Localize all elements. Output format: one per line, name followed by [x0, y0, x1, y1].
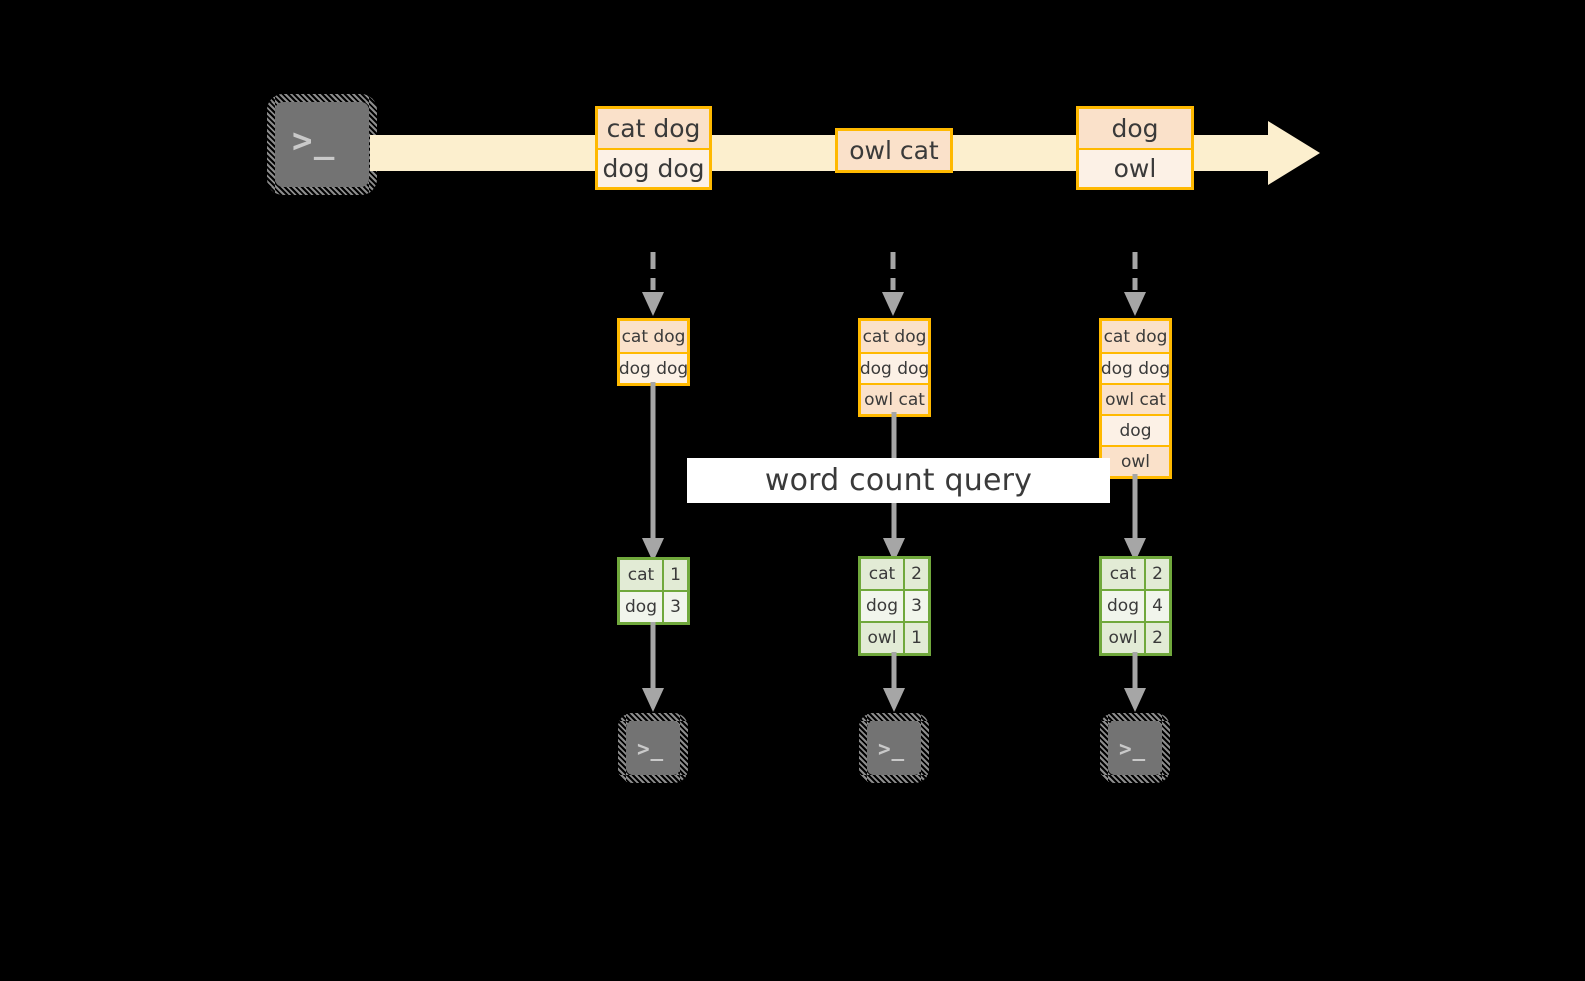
query-label: word count query — [764, 463, 1033, 498]
result-count: 2 — [903, 559, 928, 589]
table-row: cat 2 — [1102, 559, 1169, 589]
sink-terminal-trigger-2: >_ — [859, 713, 929, 783]
stream-batch-3-line-2: owl — [1079, 148, 1191, 187]
sink-arrow-trigger-3 — [1124, 652, 1146, 712]
stream-batch-2: owl cat — [835, 128, 953, 173]
table-row: cat 2 — [861, 559, 928, 589]
state-box-trigger-2: cat dog dog dog owl cat — [858, 318, 931, 417]
result-word: owl — [861, 623, 903, 653]
state-row: owl cat — [1102, 383, 1169, 414]
result-count: 3 — [662, 592, 687, 622]
result-word: cat — [620, 560, 662, 590]
terminal-prompt-glyph: >_ — [637, 737, 664, 761]
terminal-screen — [1108, 721, 1162, 775]
dashed-arrow-trigger-3 — [1124, 252, 1146, 316]
result-count: 3 — [903, 591, 928, 621]
table-row: owl 1 — [861, 621, 928, 653]
state-row: cat dog — [1102, 321, 1169, 352]
terminal-screen — [867, 721, 921, 775]
result-word: dog — [620, 592, 662, 622]
result-count: 4 — [1144, 591, 1169, 621]
state-row: dog — [1102, 414, 1169, 445]
result-table-trigger-1: cat 1 dog 3 — [617, 557, 690, 625]
table-row: dog 4 — [1102, 589, 1169, 621]
result-word: dog — [1102, 591, 1144, 621]
dashed-arrow-trigger-1 — [642, 252, 664, 316]
state-box-trigger-1: cat dog dog dog — [617, 318, 690, 386]
query-label-band: word count query — [687, 458, 1110, 503]
source-terminal-icon: >_ — [267, 94, 377, 195]
sink-arrow-trigger-1 — [642, 622, 664, 712]
terminal-screen — [275, 102, 369, 187]
table-row: owl 2 — [1102, 621, 1169, 653]
stream-batch-2-line-1: owl cat — [838, 131, 950, 170]
stream-batch-1-line-1: cat dog — [598, 109, 709, 148]
result-count: 1 — [903, 623, 928, 653]
table-row: dog 3 — [620, 590, 687, 622]
state-box-trigger-3: cat dog dog dog owl cat dog owl — [1099, 318, 1172, 479]
table-row: dog 3 — [861, 589, 928, 621]
sink-terminal-trigger-3: >_ — [1100, 713, 1170, 783]
terminal-prompt-glyph: >_ — [878, 737, 905, 761]
terminal-prompt-glyph: >_ — [1119, 737, 1146, 761]
result-word: owl — [1102, 623, 1144, 653]
result-table-trigger-3: cat 2 dog 4 owl 2 — [1099, 556, 1172, 656]
table-row: cat 1 — [620, 560, 687, 590]
state-row: owl — [1102, 445, 1169, 476]
result-count: 1 — [662, 560, 687, 590]
sink-terminal-trigger-1: >_ — [618, 713, 688, 783]
stream-batch-3-line-1: dog — [1079, 109, 1191, 148]
terminal-prompt-glyph: >_ — [292, 121, 336, 161]
result-word: cat — [861, 559, 903, 589]
state-row: cat dog — [861, 321, 928, 352]
terminal-screen — [626, 721, 680, 775]
state-row: cat dog — [620, 321, 687, 352]
dashed-arrow-trigger-2 — [882, 252, 904, 316]
stream-batch-1-line-2: dog dog — [598, 148, 709, 187]
stream-batch-3: dog owl — [1076, 106, 1194, 190]
stream-batch-1: cat dog dog dog — [595, 106, 712, 190]
state-row: owl cat — [861, 383, 928, 414]
sink-arrow-trigger-2 — [883, 652, 905, 712]
state-row: dog dog — [619, 352, 688, 383]
result-count: 2 — [1144, 623, 1169, 653]
query-arrow-trigger-3 — [1124, 474, 1146, 562]
result-table-trigger-2: cat 2 dog 3 owl 1 — [858, 556, 931, 656]
state-row: dog dog — [860, 352, 929, 383]
state-row: dog dog — [1101, 352, 1170, 383]
query-arrow-trigger-1 — [642, 382, 664, 562]
result-count: 2 — [1144, 559, 1169, 589]
result-word: dog — [861, 591, 903, 621]
result-word: cat — [1102, 559, 1144, 589]
